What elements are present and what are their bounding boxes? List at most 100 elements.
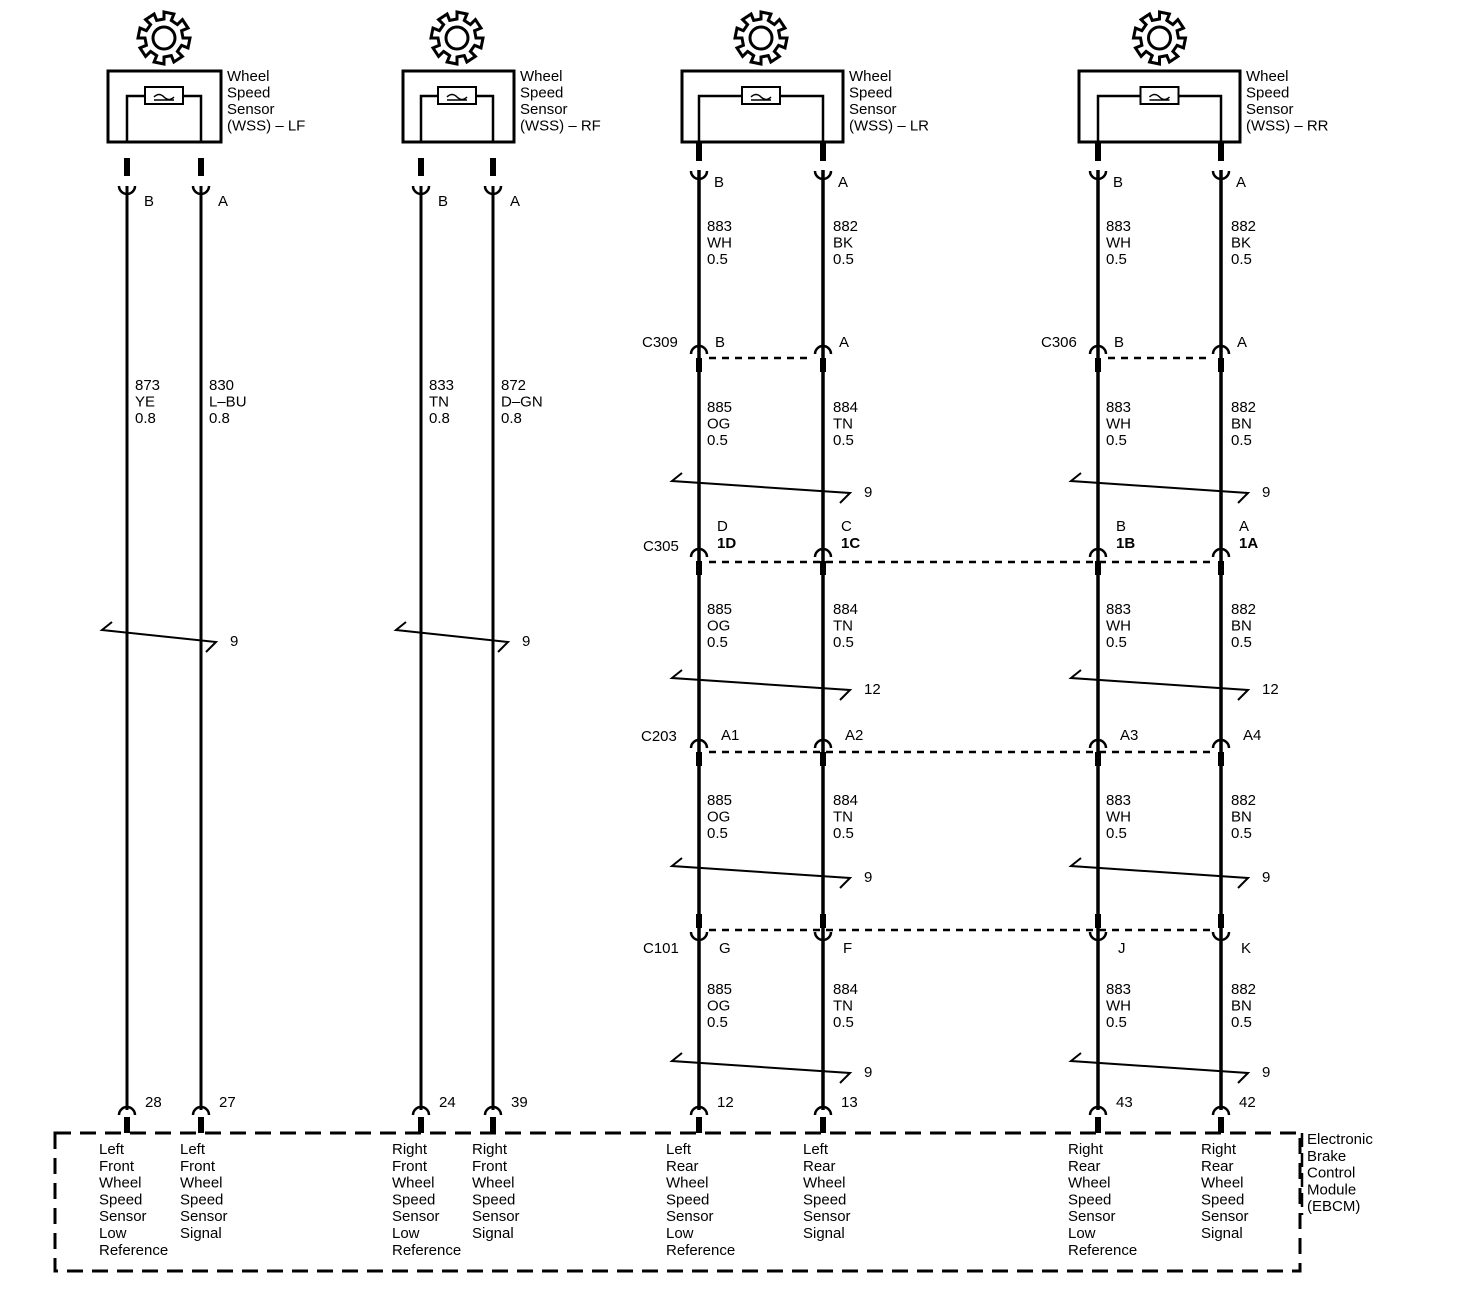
sensor-name-rf-line: Wheel bbox=[520, 68, 563, 85]
wire-label-line: WH bbox=[1106, 998, 1131, 1015]
connector-cavity bbox=[813, 547, 833, 575]
twist-count: 12 bbox=[864, 681, 881, 698]
connector-stub bbox=[820, 914, 826, 928]
connector-arc bbox=[1211, 931, 1231, 942]
connector-stub bbox=[696, 561, 702, 575]
wire-label-line: WH bbox=[1106, 809, 1131, 826]
wire-label-line: 833 bbox=[429, 377, 454, 394]
connector-cavity bbox=[689, 914, 709, 942]
ebcm-name-line: Brake bbox=[1307, 1148, 1346, 1165]
connector-arc bbox=[689, 547, 709, 558]
twisted-pair-symbol: 12 bbox=[669, 669, 881, 701]
wire-label-line: 872 bbox=[501, 377, 526, 394]
module-circuit-label-line: Speed bbox=[1068, 1191, 1111, 1208]
wire-label-line: D–GN bbox=[501, 394, 543, 411]
wire-label-line: 0.5 bbox=[707, 1014, 728, 1031]
twist-line bbox=[1068, 669, 1251, 701]
sensor-pin-label: B bbox=[438, 193, 448, 210]
module-circuit-label-line: Sensor bbox=[1201, 1208, 1249, 1225]
terminal-stub bbox=[1218, 143, 1224, 161]
connector-cavity bbox=[689, 547, 709, 575]
element-body bbox=[1139, 86, 1180, 105]
connector-stub bbox=[1218, 752, 1224, 766]
module-circuit-label-line: Signal bbox=[1201, 1225, 1243, 1242]
sensor-lead bbox=[419, 94, 438, 142]
wire-label-line: BN bbox=[1231, 809, 1252, 826]
wire-label-line: TN bbox=[833, 998, 853, 1015]
connector-pin: A bbox=[1239, 518, 1249, 535]
module-circuit-label-line: Signal bbox=[803, 1225, 845, 1242]
ebcm-boundary bbox=[53, 1131, 1302, 1273]
sensor-lead bbox=[125, 94, 145, 142]
connector-pin: A bbox=[1237, 334, 1247, 351]
connector-arc bbox=[1088, 931, 1108, 942]
wire-label-line: 885 bbox=[707, 792, 732, 809]
terminal-stub bbox=[820, 1117, 826, 1133]
element-wave bbox=[1148, 93, 1171, 101]
wire-label-line: 0.8 bbox=[429, 410, 450, 427]
connector-cavity bbox=[1088, 344, 1108, 372]
terminal-arc bbox=[1211, 1105, 1231, 1116]
wire-label-line: TN bbox=[833, 809, 853, 826]
wire-label-line: 882 bbox=[1231, 792, 1256, 809]
wire-label-line: 885 bbox=[707, 399, 732, 416]
module-terminal bbox=[1088, 1105, 1108, 1133]
element-wave bbox=[446, 93, 468, 101]
connector-arc bbox=[813, 547, 833, 558]
connector-cavity bbox=[1211, 547, 1231, 575]
module-circuit-label-line: Wheel bbox=[392, 1175, 435, 1192]
twist-line bbox=[393, 621, 511, 653]
sensor-name-lf-line: (WSS) – LF bbox=[227, 118, 305, 135]
sensor-pin-label: B bbox=[714, 174, 724, 191]
wire-label-line: OG bbox=[707, 416, 730, 433]
connector-cavity bbox=[813, 914, 833, 942]
module-terminal bbox=[813, 1105, 833, 1133]
module-circuit-label-line: Signal bbox=[472, 1225, 514, 1242]
wire-label-line: OG bbox=[707, 809, 730, 826]
twisted-pair-symbol: 9 bbox=[99, 621, 238, 653]
module-circuit-label-line: Left bbox=[99, 1141, 125, 1158]
gear-outline bbox=[429, 10, 485, 66]
terminal-stub bbox=[1095, 143, 1101, 161]
twist-count: 9 bbox=[1262, 869, 1270, 886]
terminal-arc bbox=[1088, 1105, 1108, 1116]
connector-cavity bbox=[689, 344, 709, 372]
terminal-stub bbox=[1218, 1117, 1224, 1133]
module-terminal bbox=[117, 1105, 137, 1133]
connector-pin: D bbox=[717, 518, 728, 535]
module-circuit-label-line: Sensor bbox=[180, 1208, 228, 1225]
sensor-name-rf-line: Speed bbox=[520, 85, 563, 102]
wire-label-line: 883 bbox=[707, 218, 732, 235]
connector-pin-sub: 1A bbox=[1239, 535, 1258, 552]
terminal-stub bbox=[490, 158, 496, 176]
twist-count: 9 bbox=[864, 1064, 872, 1081]
connector-pin: B bbox=[1116, 518, 1126, 535]
connector-arc bbox=[1211, 738, 1231, 749]
terminal-stub bbox=[696, 143, 702, 161]
element-body bbox=[741, 86, 781, 105]
module-terminal bbox=[689, 1105, 709, 1133]
connector-arc bbox=[1088, 344, 1108, 355]
sensor-pin-label: A bbox=[510, 193, 520, 210]
connector-stub bbox=[1095, 358, 1101, 372]
module-circuit-label-line: Wheel bbox=[803, 1175, 846, 1192]
gear-hub bbox=[1147, 25, 1172, 51]
connector-cavity bbox=[813, 344, 833, 372]
module-circuit-label-line: Speed bbox=[180, 1191, 223, 1208]
terminal-stub bbox=[696, 1117, 702, 1133]
wire-label-line: 0.5 bbox=[707, 432, 728, 449]
terminal-stub bbox=[198, 1117, 204, 1133]
wire-label-line: 884 bbox=[833, 601, 858, 618]
sensor-lead bbox=[476, 94, 495, 142]
